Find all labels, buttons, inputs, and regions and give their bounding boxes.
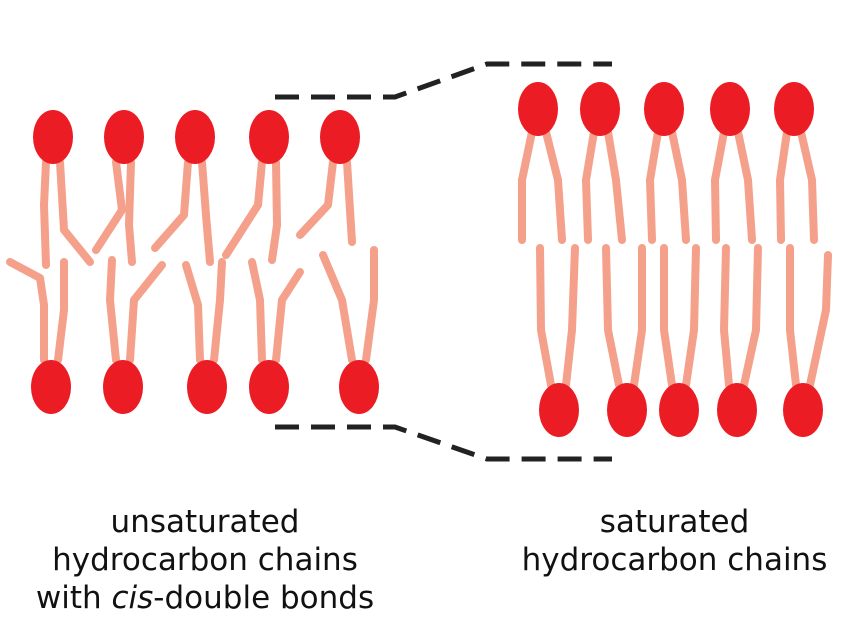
sat-top-head [774,82,814,136]
saturated-heads [518,82,823,437]
unsat-top-head [320,110,360,164]
unsat-top-tail [343,158,356,246]
sat-bottom-tail [562,244,579,389]
unsat-top-head [249,110,289,164]
sat-top-tail [797,128,818,244]
unsat-bottom-head [249,360,289,414]
unsat-bottom-head [187,360,227,414]
sat-top-tail [668,128,690,244]
sat-top-head [580,82,620,136]
sat-top-tail [646,128,662,244]
sat-bottom-head [607,383,647,437]
unsat-top-tail [198,158,214,266]
unsat-bottom-tail [210,258,226,364]
saturated-caption-line-1: saturated [599,504,750,540]
sat-top-tail [518,128,536,244]
unsat-bottom-tail [6,258,48,364]
sat-bottom-tail [630,244,646,389]
unsat-top-head [104,110,144,164]
sat-top-tail [734,128,756,244]
sat-bottom-head [659,383,699,437]
sat-top-tail [604,128,626,244]
unsat-bottom-tail [182,261,204,364]
unsat-bottom-tail [272,268,304,364]
sat-top-tail [542,128,566,244]
unsaturated-caption-line-1: unsaturated [110,504,300,540]
sat-bottom-tail [786,244,800,389]
unsat-bottom-tail [319,251,356,364]
sat-top-head [518,82,558,136]
unsaturated-caption-line-2: hydrocarbon chains [52,542,358,578]
unsat-top-head [33,110,73,164]
bottom-connector-line [275,424,612,462]
unsat-top-tail [92,158,126,254]
unsat-top-tail [125,158,136,266]
unsat-bottom-tail [362,246,378,364]
saturated-caption-line-2: hydrocarbon chains [521,542,828,578]
unsat-bottom-tail [248,258,266,364]
double-bonds-text: -double bonds [153,580,375,616]
unsat-top-tail [151,158,192,252]
unsat-top-tail [40,158,50,269]
unsat-bottom-head [339,360,379,414]
sat-top-tail [711,128,728,244]
unsat-top-tail [222,158,266,259]
unsat-top-tail [296,158,337,239]
unsat-bottom-head [31,360,71,414]
sat-bottom-head [717,383,757,437]
sat-bottom-head [783,383,823,437]
cis-italic-text: cis [111,580,154,616]
sat-bottom-tail [740,244,762,389]
unsaturated-tails [6,158,378,364]
caption-with-text: with [35,580,112,616]
unsat-bottom-tail [106,256,120,364]
saturated-caption: saturated hydrocarbon chains [490,503,859,579]
unsat-bottom-head [103,360,143,414]
unsat-bottom-tail [126,261,166,364]
sat-bottom-tail [536,244,555,389]
top-connector-line [275,61,612,100]
saturated-bilayer [518,82,832,437]
sat-top-head [710,82,750,136]
unsat-top-tail [268,158,281,264]
saturated-tails [518,128,832,389]
sat-bottom-tail [720,244,733,389]
unsat-top-head [175,110,215,164]
unsat-top-tail [56,158,94,266]
sat-top-head [644,82,684,136]
unsaturated-bilayer [6,110,379,414]
unsaturated-caption: unsaturated hydrocarbon chains with cis-… [0,503,410,617]
sat-bottom-tail [660,244,676,389]
unsaturated-heads [31,110,379,414]
sat-top-tail [582,128,598,244]
unsat-bottom-tail [54,258,68,364]
sat-bottom-tail [806,251,832,389]
thickness-connector-lines [275,61,612,462]
sat-bottom-tail [682,244,700,389]
sat-bottom-head [539,383,579,437]
sat-bottom-tail [602,244,623,389]
sat-top-tail [776,128,791,244]
unsaturated-caption-line-3: with cis-double bonds [0,579,410,617]
